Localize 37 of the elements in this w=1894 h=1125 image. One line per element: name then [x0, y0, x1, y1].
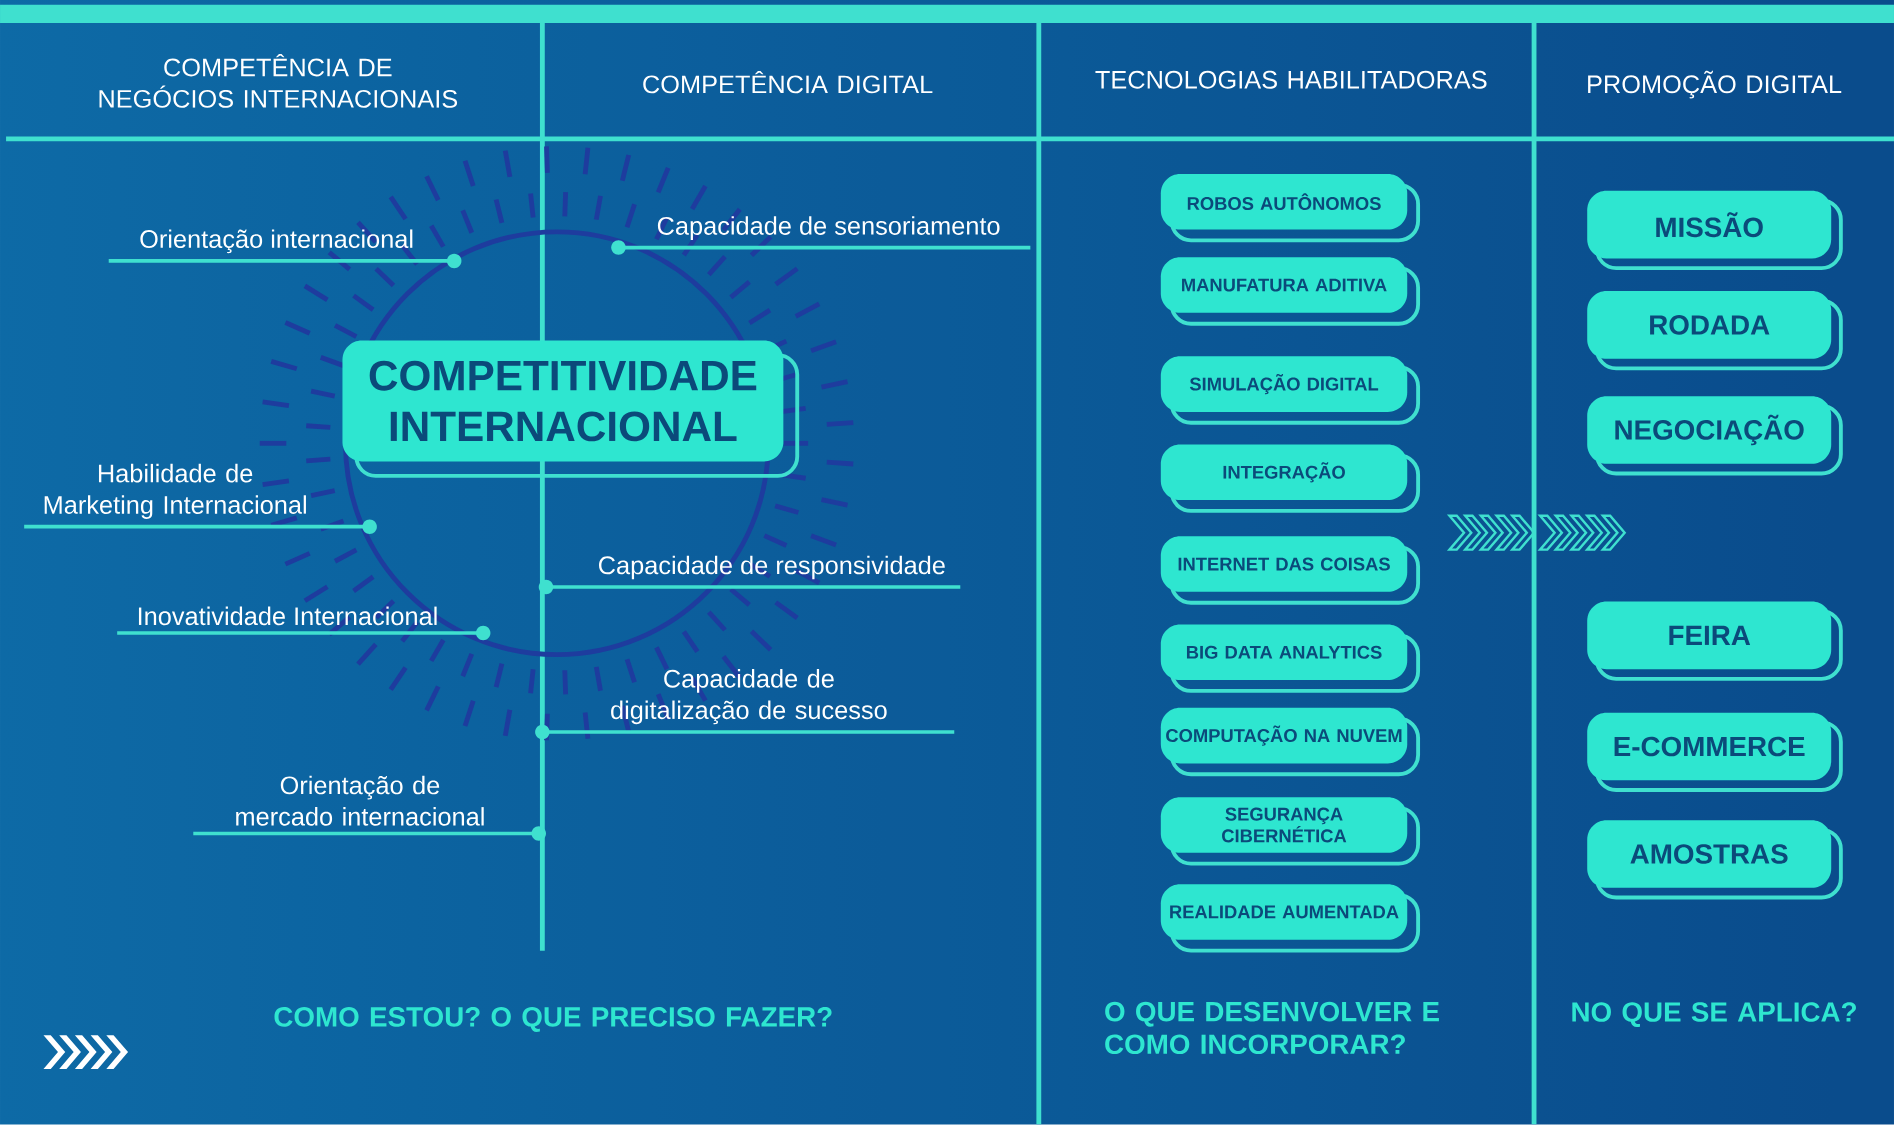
leader-line [611, 240, 1031, 256]
item-label: Capacidade de digitalização de sucesso [611, 669, 887, 725]
item-label: Capacidade de sensoriamento [657, 216, 1000, 241]
question-text: NO QUE SE APLICA? [1572, 1002, 1856, 1028]
leader-line [117, 625, 491, 641]
technology-box: COMPUTAÇÃO NA NUVEM [1160, 708, 1421, 777]
leader-line [535, 724, 955, 740]
column-heading: PROMOÇÃO DIGITAL [1588, 71, 1842, 99]
leader-line [24, 519, 377, 535]
question-text: COMO ESTOU? O QUE PRECISO FAZER? [274, 1007, 832, 1033]
promotion-box: NEGOCIAÇÃO [1587, 396, 1843, 476]
technology-box: SEGURANÇA CIBERNÉTICA [1160, 797, 1421, 866]
technology-box: REALIDADE AUMENTADA [1160, 884, 1421, 953]
promotion-box: MISSÃO [1587, 191, 1843, 271]
item-label: Orientação de mercado internacional [236, 775, 484, 826]
leader-line [193, 826, 546, 841]
column-heading: COMPETÊNCIA DE NEGÓCIOS INTERNACIONAIS [99, 54, 458, 109]
promotion-box: E-COMMERCE [1587, 712, 1843, 793]
column-heading: TECNOLOGIAS HABILITADORAS [1095, 71, 1487, 89]
promotion-box: AMOSTRAS [1587, 820, 1843, 900]
column-heading: COMPETÊNCIA DIGITAL [643, 71, 933, 94]
leader-line [538, 580, 961, 595]
leader-line [108, 253, 462, 269]
item-label: Orientação internacional [140, 229, 413, 254]
technology-box: SIMULAÇÃO DIGITAL [1160, 356, 1421, 425]
promotion-box: RODADA [1587, 291, 1843, 371]
technology-box: INTERNET DAS COISAS [1160, 536, 1421, 605]
technology-box: INTEGRAÇÃO [1160, 444, 1421, 514]
question-text: O QUE DESENVOLVER E COMO INCORPORAR? [1105, 1002, 1439, 1055]
title-box: COMPETITIVIDADE INTERNACIONAL [342, 340, 800, 479]
technology-box: MANUFATURA ADITIVA [1160, 257, 1421, 326]
item-label: Inovatividade Internacional [138, 606, 437, 626]
item-label: Habilidade de Marketing Internacional [44, 464, 306, 520]
promotion-box: FEIRA [1587, 601, 1843, 681]
technology-box: BIG DATA ANALYTICS [1160, 624, 1421, 694]
technology-box: ROBOS AUTÔNOMOS [1160, 174, 1421, 243]
item-label: Capacidade de responsividade [599, 555, 945, 580]
